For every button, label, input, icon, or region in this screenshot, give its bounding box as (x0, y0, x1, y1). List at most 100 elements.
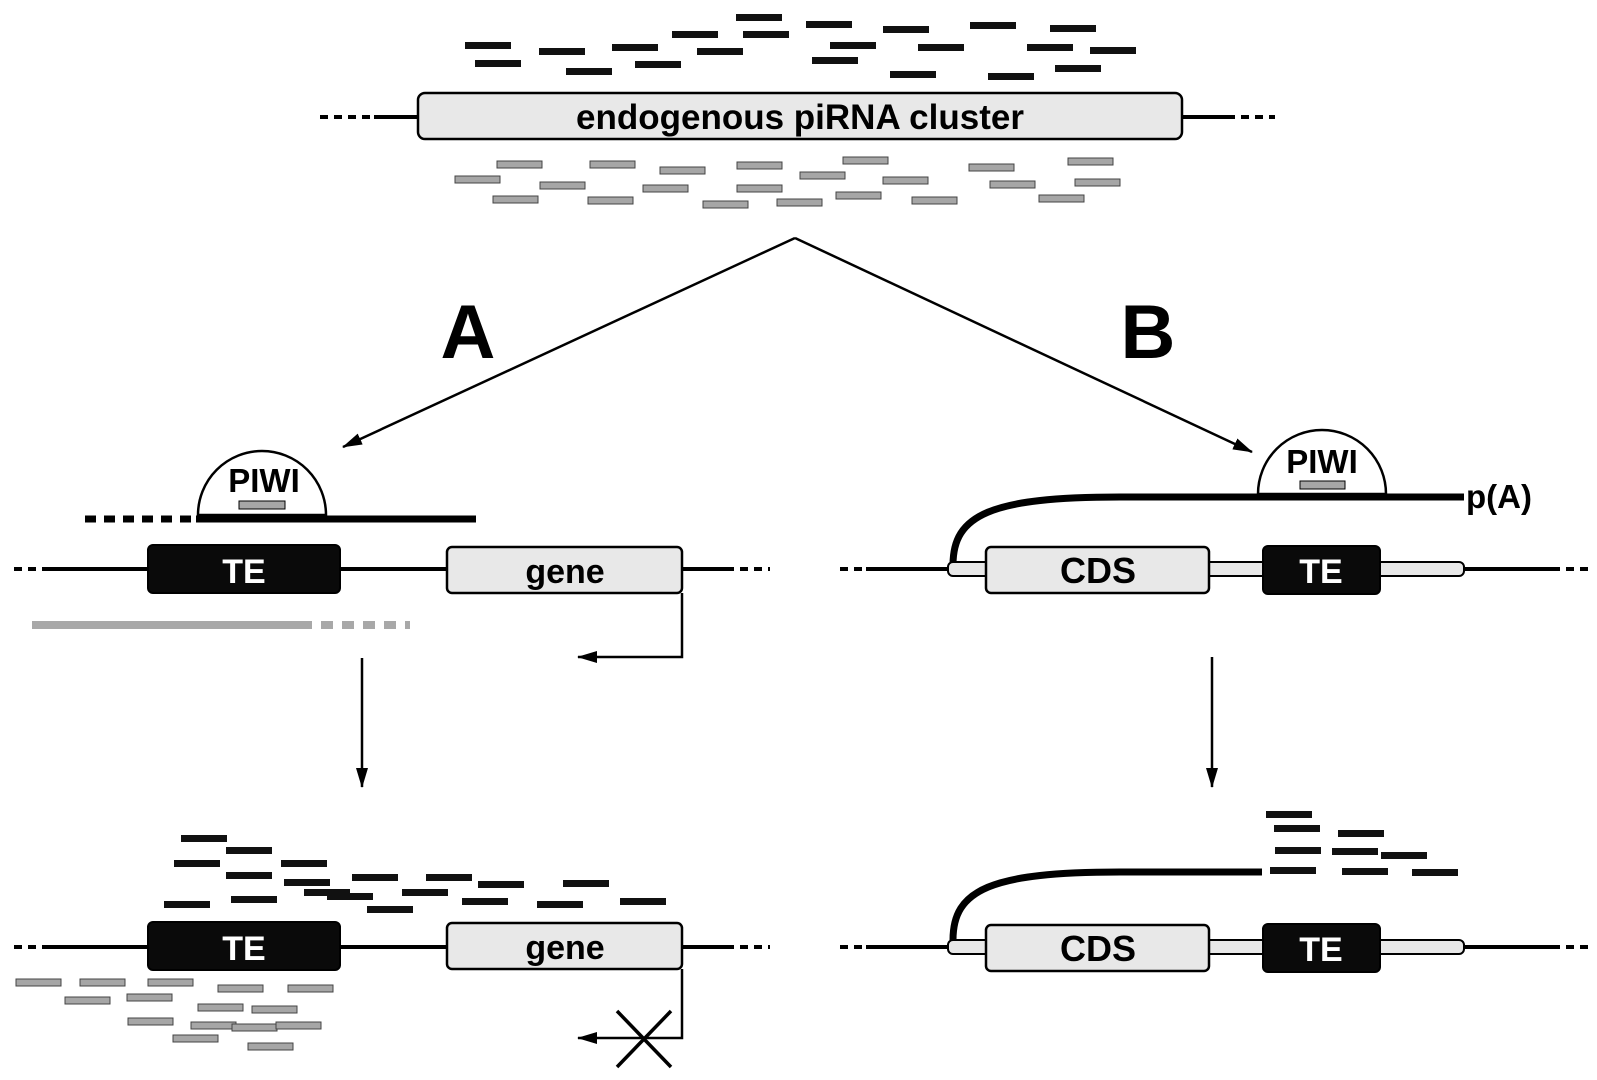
pirna-fragment (492, 195, 539, 204)
piwi-protein (1256, 428, 1388, 496)
pirna-fragment (352, 874, 398, 881)
pirna-fragment (988, 73, 1034, 80)
pirna-fragment (287, 984, 334, 993)
pirna-fragment (126, 993, 173, 1002)
pirna-fragment (537, 901, 583, 908)
sense-pirnas-top (465, 14, 1136, 80)
cluster-label: endogenous piRNA cluster (576, 98, 1024, 137)
te-label: TE (222, 553, 265, 591)
pirna-fragment (659, 166, 706, 175)
pirna-fragment (830, 42, 876, 49)
pirna-fragment (806, 21, 852, 28)
pirna-fragment (231, 1023, 278, 1032)
pirna-fragment (1050, 25, 1096, 32)
pirna-fragment (587, 196, 634, 205)
pirna-fragment (127, 1017, 174, 1026)
pirna-fragment (217, 984, 264, 993)
secondary-sense-pirnas (164, 835, 666, 913)
pirna-fragment (231, 896, 277, 903)
pirna-fragment (454, 175, 501, 184)
pirna-fragment (563, 880, 609, 887)
pirna-fragment (620, 898, 666, 905)
pirna-fragment (918, 44, 964, 51)
pirna-fragment (702, 200, 749, 209)
pirna-fragment (147, 978, 194, 987)
arrow-to-pathway-b (794, 236, 1253, 454)
pirna-fragment (842, 156, 889, 165)
pirna-fragment (890, 71, 936, 78)
arrow-to-pathway-a (342, 236, 796, 449)
pirna-fragment (172, 1034, 219, 1043)
pirna-fragment (496, 160, 543, 169)
bound-pirna (1299, 480, 1346, 490)
pirna-fragment (1074, 178, 1121, 187)
piwi-label: PIWI (228, 462, 300, 499)
pirna-fragment (589, 160, 636, 169)
pirna-fragment (539, 48, 585, 55)
pirna-fragment (1270, 867, 1316, 874)
cluster-group: endogenous piRNA cluster (320, 14, 1275, 209)
polya-label: p(A) (1466, 478, 1532, 515)
pirna-fragment (566, 68, 612, 75)
piwi-protein (196, 449, 328, 517)
blocked-transcription-arrow (577, 969, 684, 1044)
pirna-fragment (882, 176, 929, 185)
te-label: TE (1299, 553, 1342, 591)
pirna-fragment (251, 1005, 298, 1014)
pirna-fragment (1067, 157, 1114, 166)
cds-label: CDS (1060, 550, 1136, 591)
secondary-antisense-pirnas (15, 978, 334, 1051)
pirna-fragment (462, 898, 508, 905)
pirna-fragment (736, 161, 783, 170)
pathway-b-targeting: PIWI p(A) CDS TE (840, 428, 1592, 595)
pirna-fragment (247, 1042, 294, 1051)
gene-label: gene (525, 929, 604, 967)
pirna-fragment (426, 874, 472, 881)
te-label: TE (1299, 931, 1342, 969)
pirna-fragment (275, 1021, 322, 1030)
pirna-fragment (327, 893, 373, 900)
pirna-fragment (1381, 852, 1427, 859)
pirna-fragment (612, 44, 658, 51)
pirna-fragment (226, 847, 272, 854)
pirna-fragment (478, 881, 524, 888)
bound-pirna (238, 500, 286, 510)
pirna-fragment (1055, 65, 1101, 72)
three-prime-pirnas (1266, 811, 1458, 876)
pirna-fragment (1342, 868, 1388, 875)
mrna-transcript-cleaved (949, 868, 1262, 941)
x-mark-icon (615, 1009, 673, 1069)
cds-label: CDS (1060, 928, 1136, 969)
pirna-fragment (1275, 847, 1321, 854)
pirna-fragment (197, 1003, 244, 1012)
pirna-fragment (911, 196, 958, 205)
pirna-fragment (226, 872, 272, 879)
transcription-start-arrow (577, 593, 684, 663)
pathway-a-silenced: TE gene (14, 835, 770, 1069)
pirna-fragment (835, 191, 882, 200)
mrna-transcript (949, 493, 1464, 566)
pirna-fragment (284, 879, 330, 886)
piwi-label: PIWI (1286, 443, 1358, 480)
pirna-fragment (174, 860, 220, 867)
pirna-fragment (812, 57, 858, 64)
pirna-fragment (79, 978, 126, 987)
pirna-fragment (304, 889, 350, 896)
pathway-a-targeting: PIWI TE gene (14, 449, 770, 663)
cds-box (984, 545, 1211, 595)
pirna-fragment (402, 889, 448, 896)
pirna-fragment (672, 31, 718, 38)
pirna-fragment (1027, 44, 1073, 51)
pirna-fragment (181, 835, 227, 842)
pathway-b-processed: CDS TE (840, 811, 1592, 973)
pirna-fragment (15, 978, 62, 987)
pirna-fragment (1090, 47, 1136, 54)
pirna-fragment (642, 184, 689, 193)
pirna-fragment (736, 184, 783, 193)
pirna-fragment (1332, 848, 1378, 855)
pirna-fragment (281, 860, 327, 867)
pirna-fragment (799, 171, 846, 180)
pirna-fragment (989, 180, 1036, 189)
pirna-fragment (1338, 830, 1384, 837)
